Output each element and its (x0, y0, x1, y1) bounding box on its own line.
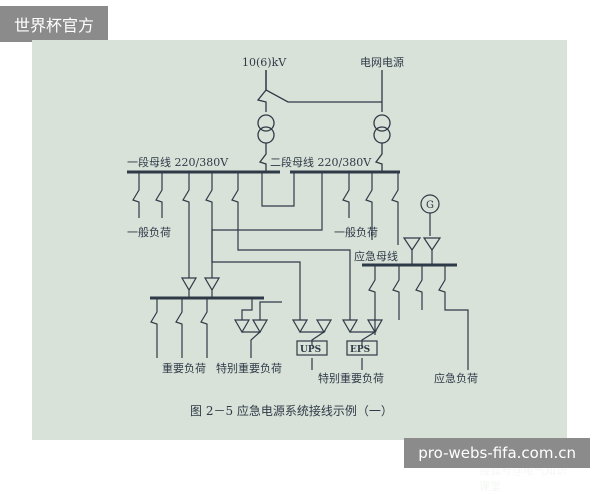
feeder-line (256, 70, 267, 112)
ats-switch (291, 319, 309, 334)
ats-switch (203, 277, 221, 292)
ats-switch (315, 319, 333, 334)
branch-line (350, 331, 378, 346)
branch-line (132, 172, 140, 218)
ats-switch (366, 319, 384, 334)
figure-caption: 图 2－5 应急电源系统接线示例（一） (190, 403, 393, 418)
general-load-left-label: 一般负荷 (127, 225, 171, 239)
diagram-photo: 10(6)kV 电网电源 一段母线 220/380V 二段母线 220/380V… (32, 40, 567, 493)
site-badge: 世界杯官方 (0, 6, 109, 42)
eps-label: EPS (350, 345, 370, 355)
branch-line (342, 172, 350, 218)
branch-line (205, 172, 301, 320)
branch-line (155, 172, 163, 218)
eps-box (346, 340, 378, 356)
ats-switch (233, 319, 251, 334)
ups-label: UPS (300, 345, 321, 355)
ats-switch (251, 319, 269, 334)
transformer-icon (373, 114, 391, 132)
feeder-line (265, 70, 382, 103)
general-load-right-label: 一般负荷 (334, 225, 378, 239)
branch-line (368, 265, 376, 335)
bus-2-label: 二段母线 220/380V (270, 155, 372, 169)
bus-1-label: 一段母线 220/380V (127, 155, 229, 169)
special-important-load-right-label: 特别重要负荷 (318, 371, 384, 385)
transformer-icon (257, 114, 275, 132)
emergency-load-label: 应急负荷 (434, 371, 478, 385)
branch-line (200, 298, 208, 358)
branch-line (231, 172, 351, 320)
branch-line (182, 172, 190, 278)
branch-line (259, 301, 282, 320)
branch-line (392, 265, 400, 320)
important-load-label: 重要负荷 (162, 361, 206, 375)
domain-badge: pro-webs-fifa.com.cn (404, 438, 590, 468)
ups-box (296, 340, 328, 356)
ats-switch (180, 277, 198, 292)
wiring-diagram: 10(6)kV 电网电源 一段母线 220/380V 二段母线 220/380V… (127, 55, 478, 418)
ats-switch (341, 319, 359, 334)
branch-line (415, 265, 423, 310)
branch-line (438, 265, 469, 370)
ats-switch (402, 237, 422, 252)
branch-line (391, 172, 399, 245)
source-top-left-label: 10(6)kV (242, 56, 287, 69)
transformer-icon (257, 126, 275, 144)
emergency-bus-label: 应急母线 (354, 249, 398, 263)
transformer-icon (373, 126, 391, 144)
branch-line (300, 331, 326, 346)
branch-line (365, 172, 373, 240)
branch-line (175, 298, 183, 358)
branch-line (211, 172, 323, 278)
special-important-load-left-label: 特别重要负荷 (216, 361, 282, 375)
branch-line (241, 298, 253, 320)
bus-tie-line (261, 172, 295, 207)
branch-line (150, 298, 158, 358)
branch-line (242, 331, 262, 358)
feeder-line (374, 143, 383, 172)
feeder-line (258, 143, 267, 172)
source-top-right-label: 电网电源 (360, 55, 404, 69)
generator-label: G (426, 200, 434, 211)
ats-switch (422, 237, 442, 252)
